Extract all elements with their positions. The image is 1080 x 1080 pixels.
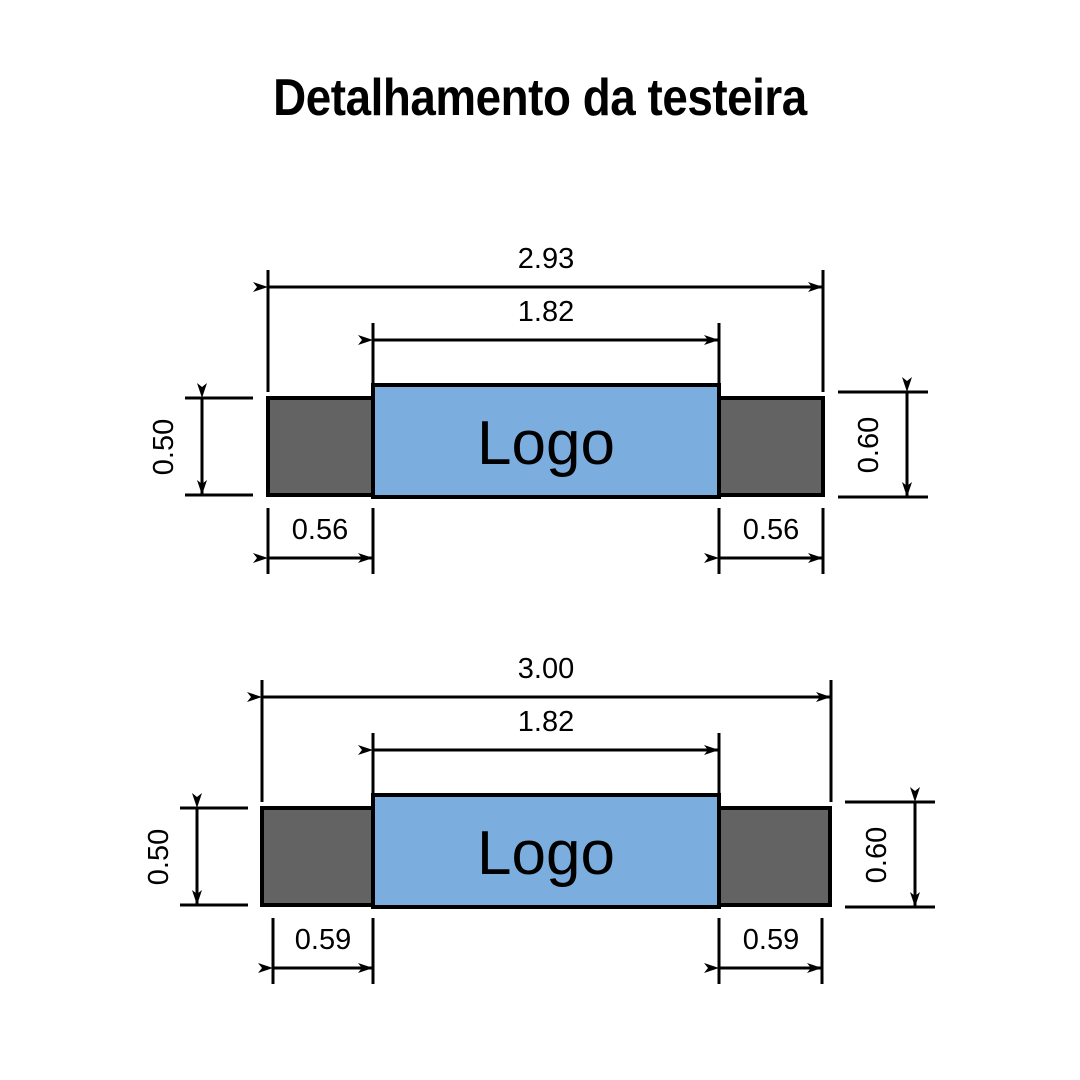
logo-panel-v1 <box>371 383 721 499</box>
dimension-label-flange-height-v1: 0.50 <box>148 419 180 475</box>
right-flange-v2 <box>715 806 832 907</box>
dimension-label-left-flange-width-v1: 0.56 <box>292 514 348 546</box>
page-title: Detalhamento da testeira <box>273 69 807 127</box>
left-flange-v2 <box>260 806 377 907</box>
dimension-label-inner-width-v1: 1.82 <box>518 296 574 328</box>
dimension-label-panel-height-v1: 0.60 <box>853 417 885 473</box>
dimension-label-panel-height-v2: 0.60 <box>861 827 893 883</box>
dimension-label-flange-height-v2: 0.50 <box>143 829 175 885</box>
dimension-label-right-flange-width-v2: 0.59 <box>743 924 799 956</box>
dimension-label-overall-width-v1: 2.93 <box>518 243 574 275</box>
dimension-label-overall-width-v2: 3.00 <box>518 653 574 685</box>
right-flange-v1 <box>715 396 825 497</box>
logo-label-v2: Logo <box>477 819 615 888</box>
dimension-label-left-flange-width-v2: 0.59 <box>295 924 351 956</box>
left-flange-v1 <box>266 396 377 497</box>
dimension-label-inner-width-v2: 1.82 <box>518 706 574 738</box>
dimension-label-right-flange-width-v1: 0.56 <box>743 514 799 546</box>
logo-panel-v2 <box>371 793 721 909</box>
logo-label-v1: Logo <box>477 409 615 478</box>
